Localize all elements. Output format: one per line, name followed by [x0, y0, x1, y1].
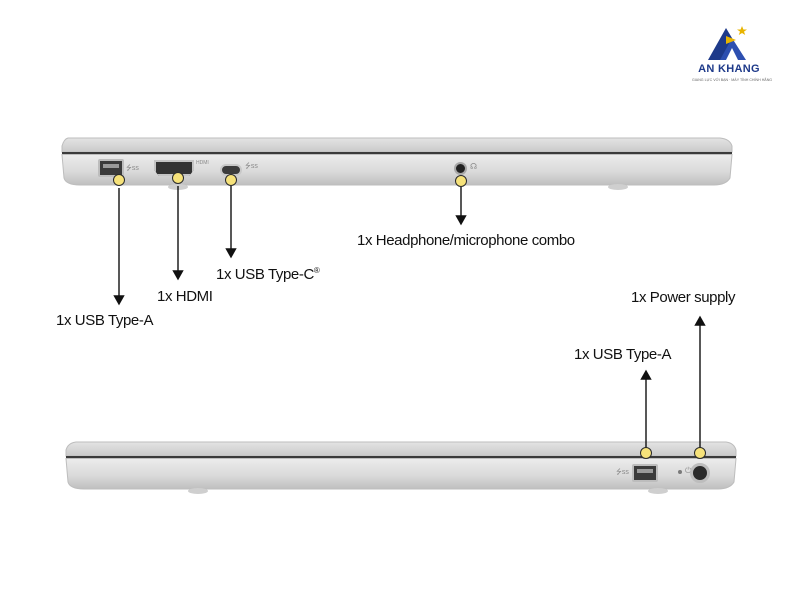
marker-usb-a-right	[640, 447, 652, 459]
usb-a-port-icon	[632, 464, 658, 482]
label-audio: 1x Headphone/microphone combo	[357, 232, 575, 249]
laptop-chassis	[65, 441, 737, 494]
label-usb-c-text: 1x USB Type-C	[216, 266, 314, 283]
brand-logo: AN KHANG GIANG LỰC VỚI BẠN · MÁY TÍNH CH…	[688, 22, 773, 90]
marker-hdmi	[172, 172, 184, 184]
power-symbol-icon: ⏻	[685, 466, 692, 475]
label-power: 1x Power supply	[631, 289, 736, 306]
hdmi-symbol-icon: HDMI	[196, 160, 209, 166]
callout-arrow-usb-a-right	[640, 369, 652, 448]
usb-symbol-icon: ⭍ss	[616, 469, 629, 476]
marker-usb-a-left	[113, 174, 125, 186]
usb-a-port-icon	[98, 159, 124, 177]
callout-arrow-usb-c	[225, 186, 237, 259]
label-usb-c-registered: ®	[313, 266, 320, 275]
label-usb-a-left: 1x USB Type-A	[56, 312, 154, 329]
callout-arrow-audio	[455, 187, 467, 226]
callout-arrow-power	[694, 315, 706, 448]
marker-usb-c	[225, 174, 237, 186]
power-port-icon	[690, 463, 710, 483]
headset-symbol-icon: ☊	[470, 162, 478, 171]
audio-jack-icon	[454, 162, 467, 175]
usb-c-symbol-icon: ⭍ss	[245, 163, 258, 170]
label-usb-c: 1x USB Type-C®	[216, 262, 320, 284]
laptop-right-side-view: ⭍ss ⏻	[58, 440, 738, 498]
brand-name: AN KHANG	[698, 63, 760, 75]
label-usb-a-right: 1x USB Type-A	[574, 346, 672, 363]
usb-symbol-icon: ⭍ss	[126, 165, 139, 172]
marker-power	[694, 447, 706, 459]
marker-audio	[455, 175, 467, 187]
logo-star-icon	[737, 26, 747, 35]
callout-arrow-hdmi	[172, 186, 184, 281]
brand-tagline: GIANG LỰC VỚI BẠN · MÁY TÍNH CHÍNH HÃNG	[692, 78, 773, 82]
callout-arrow-usb-a-left	[113, 188, 125, 306]
logo-mountain-icon	[708, 26, 747, 60]
power-led-icon	[678, 470, 682, 474]
label-hdmi: 1x HDMI	[157, 288, 213, 305]
